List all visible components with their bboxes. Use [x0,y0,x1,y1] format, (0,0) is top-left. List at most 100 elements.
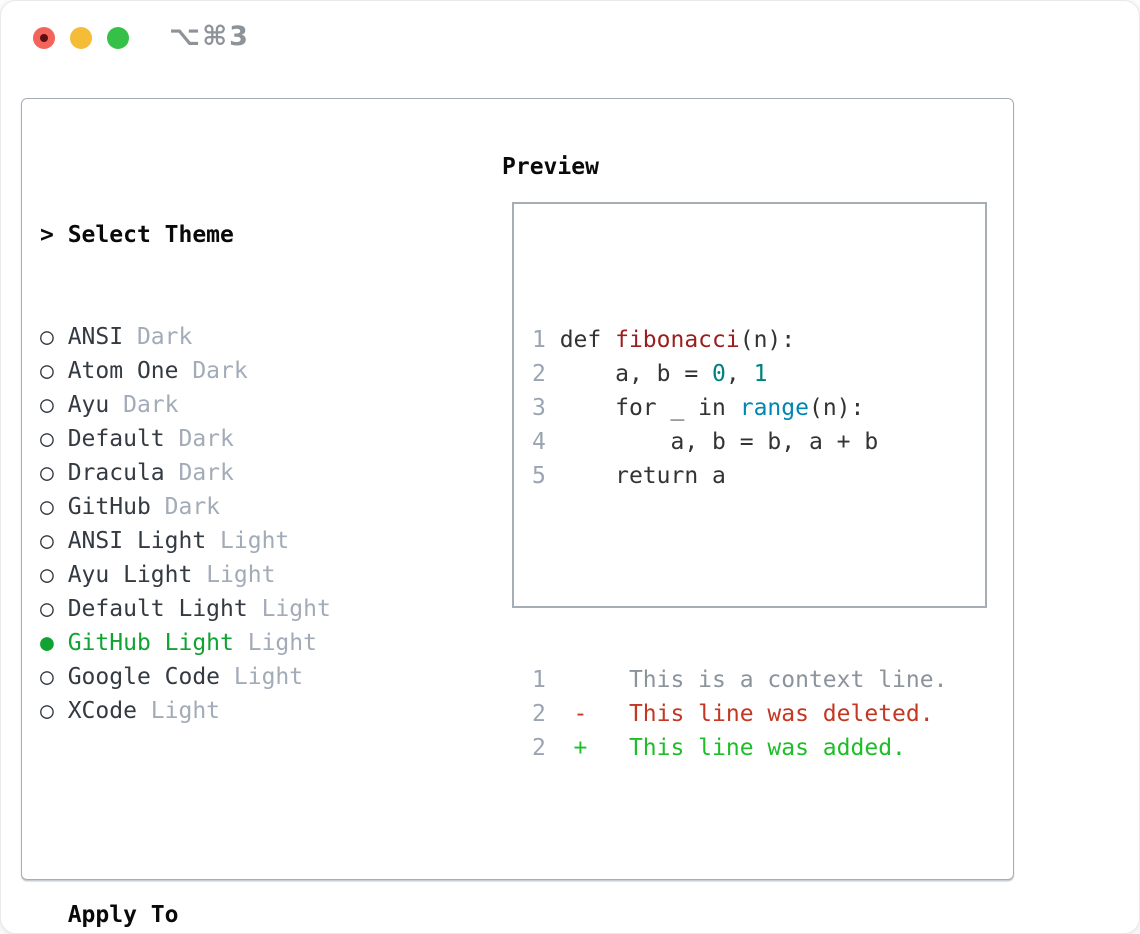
zoom-button[interactable] [107,27,129,49]
theme-variant-label: Dark [123,392,179,418]
theme-option-label: Dracula [67,460,179,486]
theme-option-label: Ayu Light [67,562,207,588]
theme-option-label: Default [67,426,179,452]
code-segment-number: 1 [753,361,768,387]
radio-unselected-icon: ○ [40,494,68,520]
theme-option-github[interactable]: ○ GitHub Dark [40,490,428,524]
theme-option-atom-one[interactable]: ○ Atom One Dark [40,354,428,388]
diff-line: 2 - This line was deleted. [532,697,985,731]
theme-option-label: Atom One [67,358,193,384]
theme-option-label: GitHub [67,494,165,520]
radio-unselected-icon: ○ [40,426,68,452]
apply-to-header-label: Apply To [67,902,179,928]
code-segment-builtin: range [739,395,809,421]
theme-option-default[interactable]: ○ Default Dark [40,422,428,456]
code-line: 5 return a [532,459,985,493]
line-number: 3 [532,395,560,421]
close-focus-dot-icon [40,34,48,42]
line-number: 5 [532,463,560,489]
line-number: 1 [532,327,560,353]
radio-selected-icon: ● [40,630,68,656]
theme-option-label: XCode [67,698,151,724]
select-theme-header-label: Select Theme [67,222,234,248]
code-segment-context: This is a context line. [559,667,948,693]
close-button[interactable] [33,27,55,49]
theme-variant-label: Dark [192,358,248,384]
theme-variant-label: Dark [136,324,193,350]
code-segment-fg: , [725,361,754,387]
theme-variant-label: Light [261,596,331,622]
diff-line: 1 This is a context line. [532,663,985,697]
theme-option-ansi-light[interactable]: ○ ANSI Light Light [40,524,428,558]
theme-variant-label: Light [206,562,276,588]
theme-option-label: ANSI [67,324,137,350]
theme-variant-label: Dark [178,426,234,452]
diff-line: 2 + This line was added. [532,731,985,765]
theme-picker-panel: > Select Theme ○ ANSI Dark○ Atom One Dar… [21,98,1014,928]
theme-option-label: ANSI Light [67,528,221,554]
code-segment-title: fibonacci [615,327,740,353]
theme-option-dracula[interactable]: ○ Dracula Dark [40,456,428,490]
line-number: 2 [532,735,560,761]
radio-unselected-icon: ○ [40,698,68,724]
caret-icon: > [40,222,68,248]
apply-to-header: Apply To [40,898,428,932]
code-segment-fg: for _ in [559,395,740,421]
theme-option-xcode[interactable]: ○ XCode Light [40,694,428,728]
theme-variant-label: Light [220,528,290,554]
theme-variant-label: Light [247,630,317,656]
theme-option-ansi[interactable]: ○ ANSI Dark [40,320,428,354]
code-line: 4 a, b = b, a + b [532,425,985,459]
theme-option-ayu[interactable]: ○ Ayu Dark [40,388,428,422]
apply-to-indent [40,902,68,928]
code-segment-fg: return a [559,463,726,489]
line-number: 1 [532,667,560,693]
radio-unselected-icon: ○ [40,528,68,554]
minimize-button[interactable] [70,27,92,49]
code-segment-fg: a, b = b, a + b [559,429,879,455]
code-segment-fg: (n): [808,395,865,421]
radio-unselected-icon: ○ [40,562,68,588]
theme-option-default-light[interactable]: ○ Default Light Light [40,592,428,626]
theme-list-column: > Select Theme ○ ANSI Dark○ Atom One Dar… [40,150,428,933]
radio-unselected-icon: ○ [40,392,68,418]
code-segment-number: 0 [712,361,726,387]
spacer [532,561,985,595]
code-line: 2 a, b = 0, 1 [532,357,985,391]
spacer [40,796,428,830]
radio-unselected-icon: ○ [40,324,68,350]
code-segment-added: + This line was added. [559,735,906,761]
theme-option-google-code[interactable]: ○ Google Code Light [40,660,428,694]
theme-option-label: Ayu [67,392,124,418]
select-theme-header: > Select Theme [40,218,428,252]
radio-unselected-icon: ○ [40,358,68,384]
code-segment-deleted: - This line was deleted. [559,701,934,727]
theme-variant-label: Dark [164,494,221,520]
theme-option-label: Default Light [67,596,262,622]
line-number: 2 [532,701,560,727]
theme-variant-label: Light [233,664,304,690]
window-title: ⌥⌘3 [169,21,250,52]
theme-option-ayu-light[interactable]: ○ Ayu Light Light [40,558,428,592]
line-number: 4 [532,429,560,455]
code-segment-fg: (n): [739,327,796,353]
theme-list: ○ ANSI Dark○ Atom One Dark○ Ayu Dark○ De… [40,320,428,728]
theme-option-label: GitHub Light [67,630,248,656]
theme-option-label: Google Code [67,664,234,690]
preview-header: Preview [502,154,599,180]
diff-preview: 1 This is a context line.2 - This line w… [532,663,985,765]
code-line: 1 def fibonacci(n): [532,323,985,357]
radio-unselected-icon: ○ [40,596,68,622]
line-number: 2 [532,361,560,387]
radio-unselected-icon: ○ [40,664,68,690]
code-line: 3 for _ in range(n): [532,391,985,425]
traffic-lights [33,27,129,49]
radio-unselected-icon: ○ [40,460,68,486]
theme-variant-label: Light [150,698,221,724]
code-segment-fg: a, b = [559,361,713,387]
theme-variant-label: Dark [178,460,234,486]
theme-option-github-light[interactable]: ● GitHub Light Light [40,626,428,660]
